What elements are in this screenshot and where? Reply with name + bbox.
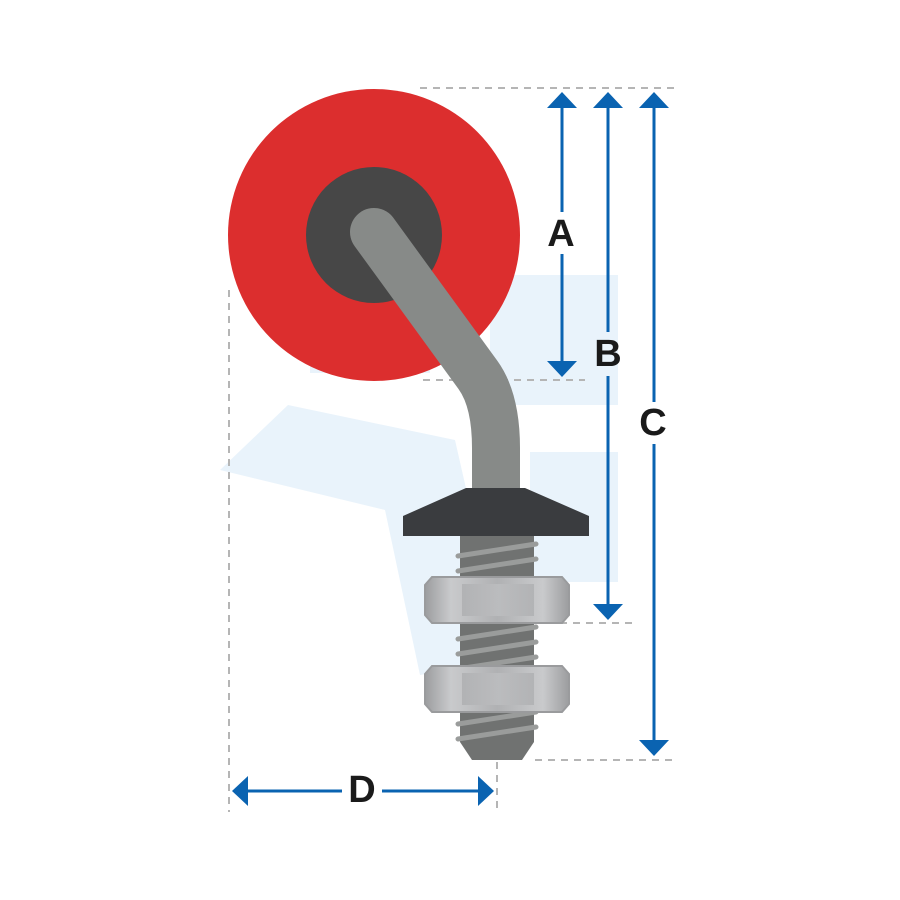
arrow-down-icon — [639, 740, 669, 756]
dimension-a: A — [547, 92, 577, 377]
dimension-d: D — [232, 769, 494, 811]
upper-nut — [424, 576, 570, 624]
arrow-up-icon — [547, 92, 577, 108]
arrow-up-icon — [639, 92, 669, 108]
dimension-b: B — [593, 92, 623, 620]
thread-lines — [455, 541, 539, 742]
dimension-c: C — [639, 92, 669, 756]
dimension-d-label: D — [348, 769, 375, 811]
washer-cone — [403, 488, 589, 516]
arrow-right-icon — [478, 776, 494, 806]
bent-stem — [350, 208, 520, 516]
dimension-a-label: A — [547, 213, 574, 255]
arrow-down-icon — [547, 361, 577, 377]
threaded-shaft — [455, 530, 539, 760]
dimension-c-label: C — [639, 402, 666, 444]
lower-nut — [424, 665, 570, 713]
dimension-b-label: B — [594, 333, 621, 375]
washer — [403, 488, 589, 536]
washer-base — [403, 516, 589, 536]
arrow-left-icon — [232, 776, 248, 806]
arrow-down-icon — [593, 604, 623, 620]
arrow-up-icon — [593, 92, 623, 108]
